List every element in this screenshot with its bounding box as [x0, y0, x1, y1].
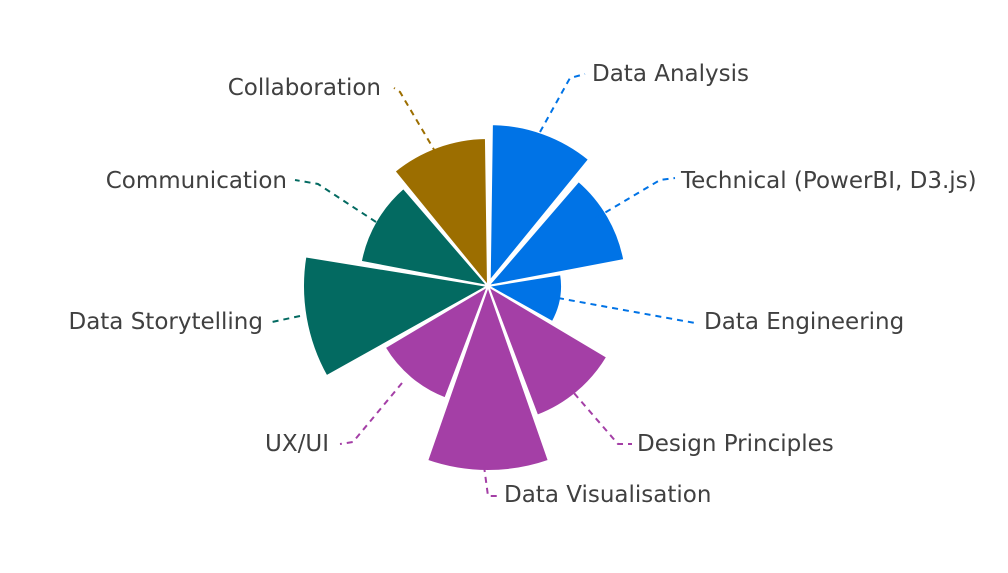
leader-line — [393, 87, 437, 154]
slice-label: Technical (PowerBI, D3.js) — [680, 168, 977, 194]
slice-label: Data Storytelling — [68, 309, 263, 335]
slice-label: Data Analysis — [592, 61, 749, 87]
slice-label: Communication — [106, 168, 287, 194]
slice-label: Data Engineering — [704, 309, 904, 335]
slice-label: Collaboration — [228, 75, 381, 101]
slice-label: Design Principles — [637, 431, 834, 457]
wedge-collaboration — [393, 136, 490, 289]
leader-line — [557, 297, 696, 324]
leader-line — [339, 382, 403, 445]
leader-line — [483, 465, 498, 497]
leader-line — [566, 384, 632, 445]
slice-label: UX/UI — [265, 431, 329, 457]
wedge-data-visualisation — [425, 282, 551, 472]
wedge-group — [302, 123, 626, 472]
leader-line — [294, 179, 377, 223]
leader-line — [539, 73, 586, 133]
leader-line — [271, 315, 301, 323]
slice-label: Data Visualisation — [504, 482, 711, 508]
wedge-data-analysis — [488, 123, 591, 285]
wedge-ux-ui — [383, 283, 490, 400]
wedge-data-storytelling — [302, 255, 491, 378]
wedge-design-principles — [486, 283, 609, 417]
leader-line — [595, 177, 676, 219]
leader-line-group — [271, 73, 696, 497]
wedge-technical-powerbi-d3-js — [485, 179, 626, 288]
